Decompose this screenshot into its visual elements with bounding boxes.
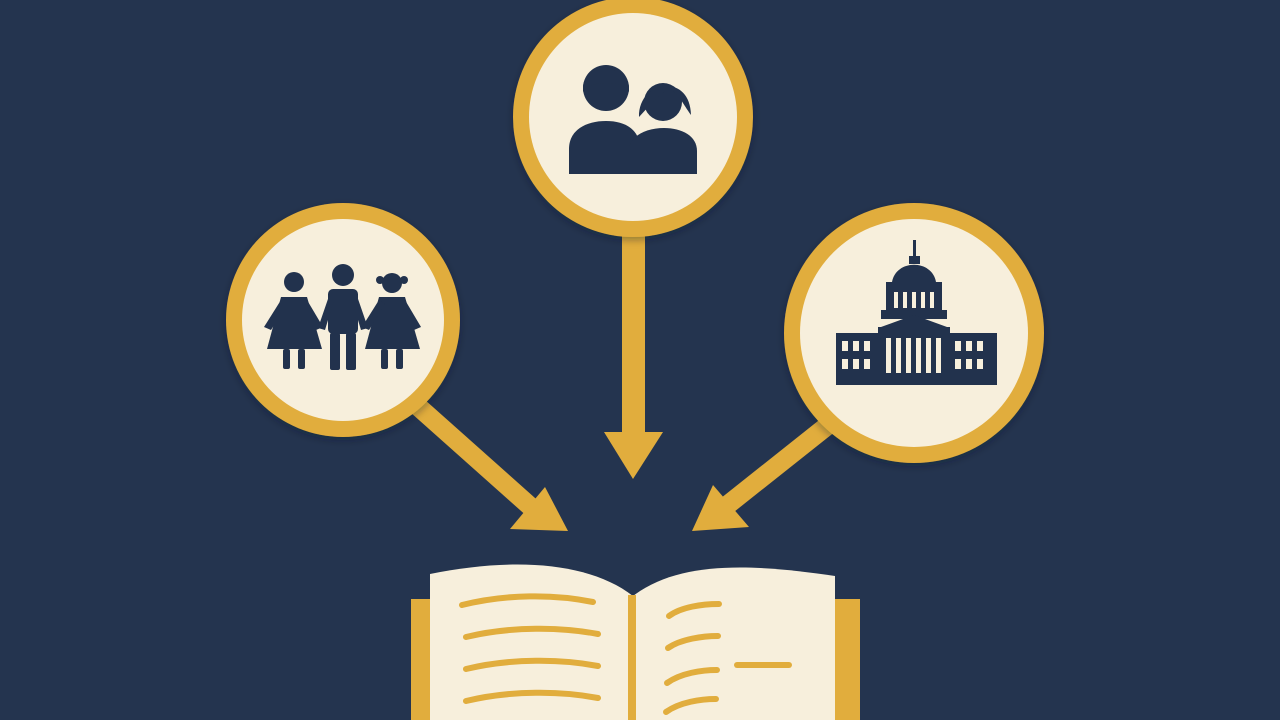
arrow-center: [604, 234, 663, 479]
parents-icon: [569, 65, 697, 174]
parents-circle: [513, 0, 753, 237]
arrow-left: [399, 388, 568, 531]
children-icon: [264, 264, 421, 370]
arrow-right: [692, 404, 851, 531]
open-book-icon: [411, 564, 860, 720]
government-building-icon: [836, 240, 997, 385]
